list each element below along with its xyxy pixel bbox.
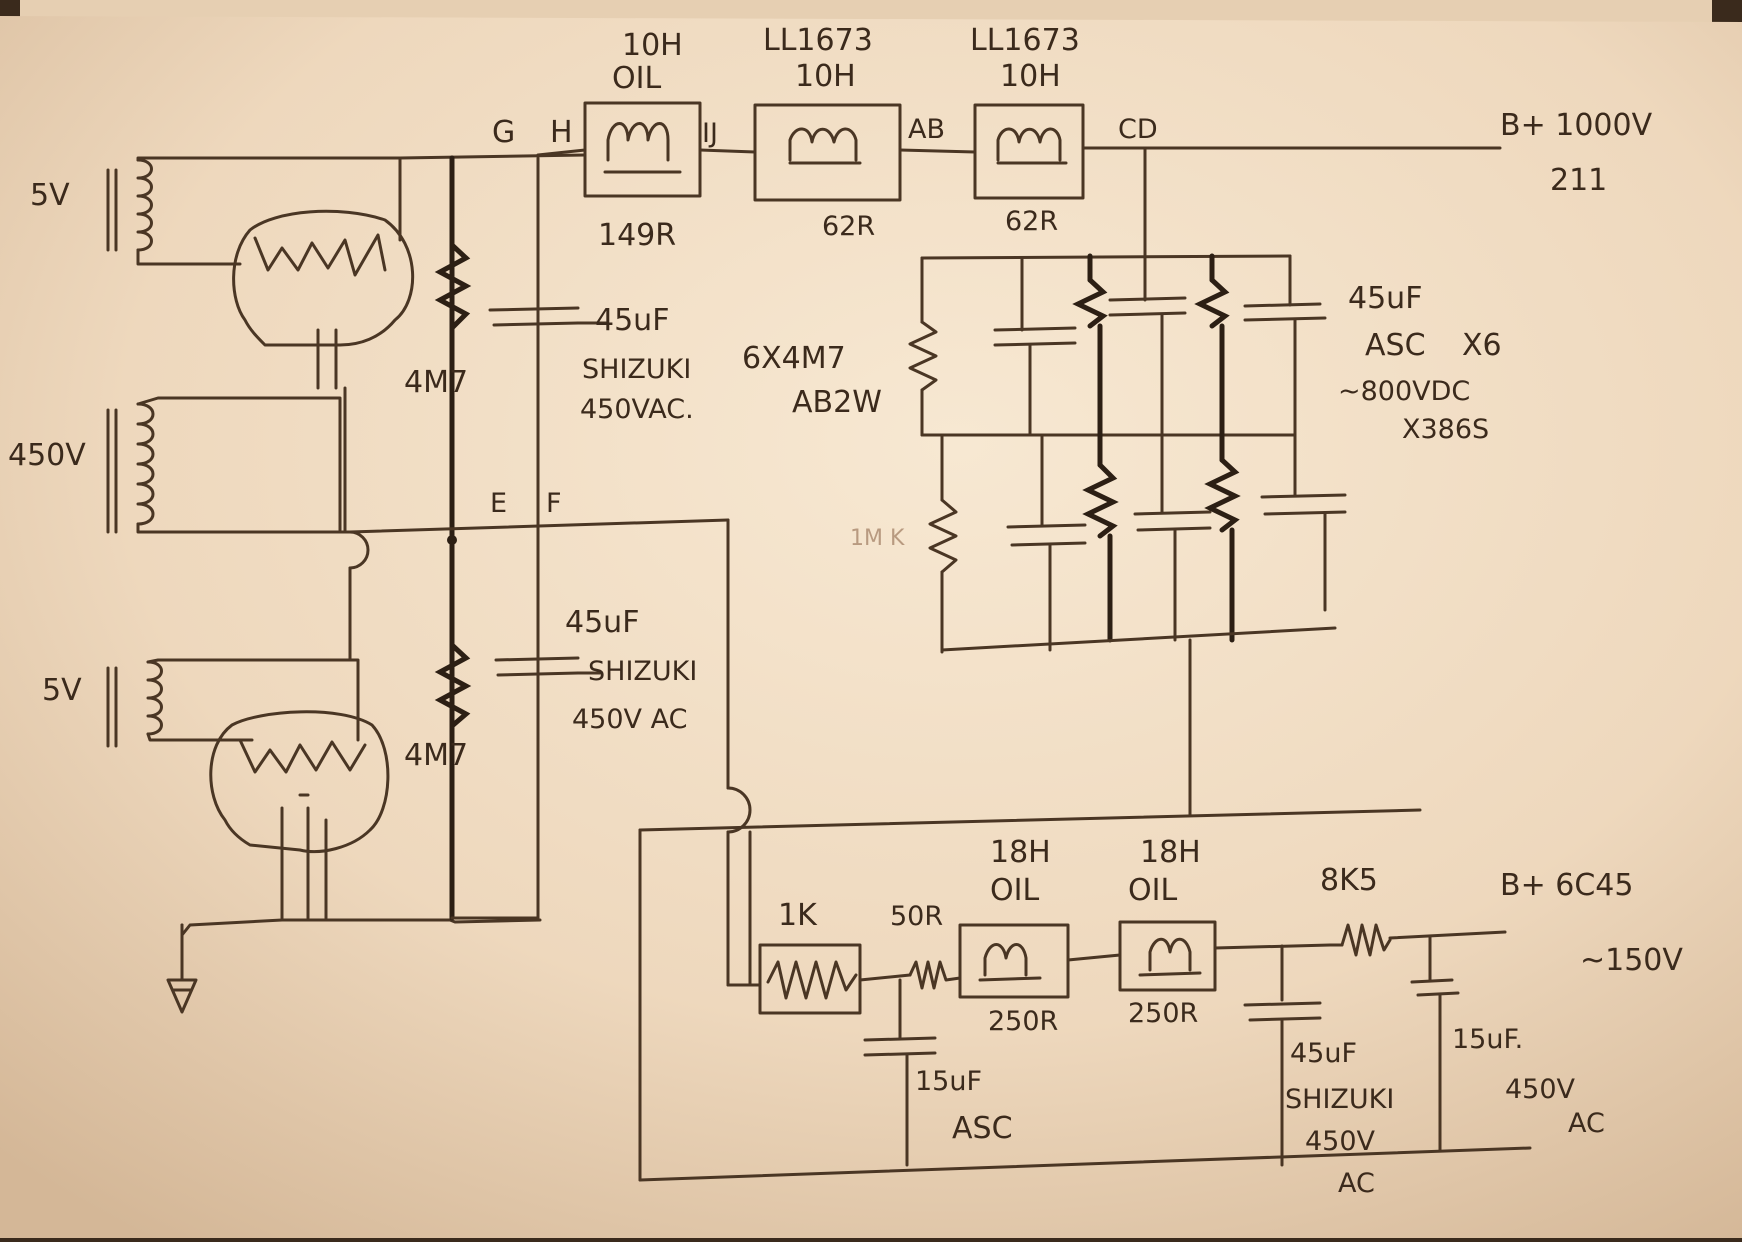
ground-symbol [166,918,542,1014]
rectifier-tube-bottom [209,710,390,920]
top-choke2-part: LL1673 [763,23,873,58]
choke-2-ll1673 [753,103,977,202]
low-voltage-filter [638,808,1532,1182]
bleeder-resistor-top [434,242,472,331]
low-cap2-brand: SHIZUKI [1285,1084,1394,1115]
bank-res-count: 6X4M7 [742,341,846,376]
low-choke2-dcr: 250R [1128,998,1198,1029]
cap-mid-value: 45uF [565,605,639,640]
node-h: H [550,115,573,150]
low-res3-label: 8K5 [1320,863,1378,898]
low-cap3-rating: 450V [1505,1074,1576,1105]
top-choke1-type: OIL [612,61,661,96]
bleeder-resistor-bottom [434,642,472,729]
bleeder-top-label: 4M7 [404,365,468,400]
cap-mid-rating: 450V AC [572,704,687,735]
node-ab: AB [908,114,945,145]
rectifier-tube-top [232,209,415,534]
low-choke2-type: OIL [1128,873,1177,908]
cap-top-rating: 450VAC. [580,394,694,425]
low-res2-label: 50R [890,901,943,932]
transformer-5v-top [106,156,402,266]
bplus-main: B+ 1000V [1500,108,1653,143]
bank-cap-rating: ~800VDC [1338,376,1470,407]
cap-45uf-shizuki-top [488,306,608,327]
top-choke2-dcr: 62R [822,211,875,242]
top-choke3-dcr: 62R [1005,206,1058,237]
cap-mid-brand: SHIZUKI [588,656,697,687]
bplus-tube: 211 [1550,163,1607,198]
low-cap2-ac: AC [1338,1168,1375,1199]
junction-dot [447,535,457,545]
bank-cap-brand: ASC [1365,328,1426,363]
top-choke2-value: 10H [795,59,856,94]
bplus-low-voltage: ~150V [1580,943,1683,978]
cap-top-brand: SHIZUKI [582,354,691,385]
tx-5v-bottom: 5V [42,673,82,708]
low-cap3-value: 15uF. [1452,1024,1523,1055]
low-choke1-value: 18H [990,835,1051,870]
top-choke3-value: 10H [1000,59,1061,94]
tx-450v: 450V [8,438,86,473]
top-choke1-value: 10H [622,28,683,63]
bleeder-bottom-label: 4M7 [404,738,468,773]
choke-1-oil-10h [536,101,757,198]
choke-3-ll1673 [973,103,1502,200]
low-choke2-value: 18H [1140,835,1201,870]
node-f: F [546,488,562,519]
low-cap1-value: 15uF [915,1066,982,1097]
low-res1-label: 1K [778,898,818,933]
low-cap2-value: 45uF [1290,1038,1357,1069]
low-cap2-rating: 450V [1305,1126,1376,1157]
node-g: G [492,115,515,150]
bank-res-type: AB2W [792,385,882,420]
low-choke1-type: OIL [990,873,1039,908]
low-cap1-brand: ASC [952,1111,1013,1146]
top-choke3-part: LL1673 [970,23,1080,58]
low-cap3-ac: AC [1568,1108,1605,1139]
cap-top-value: 45uF [595,303,669,338]
bank-cap-part: X386S [1402,414,1489,445]
paper-sheet [0,16,1742,1238]
top-choke1-dcr: 149R [598,218,676,253]
main-wiring-left [348,153,752,987]
low-choke1-dcr: 250R [988,1006,1058,1037]
bplus-low: B+ 6C45 [1500,868,1633,903]
cap-45uf-shizuki-mid [494,656,602,677]
faint-note: 1M K [850,526,905,551]
node-e: E [490,488,507,519]
transformer-450v [106,396,352,534]
bank-cap-count: X6 [1462,328,1502,363]
filter-bank [908,146,1347,817]
tx-5v-top: 5V [30,178,70,213]
bank-cap-value: 45uF [1348,281,1422,316]
node-ij: IJ [702,118,718,149]
node-cd: CD [1118,114,1158,145]
